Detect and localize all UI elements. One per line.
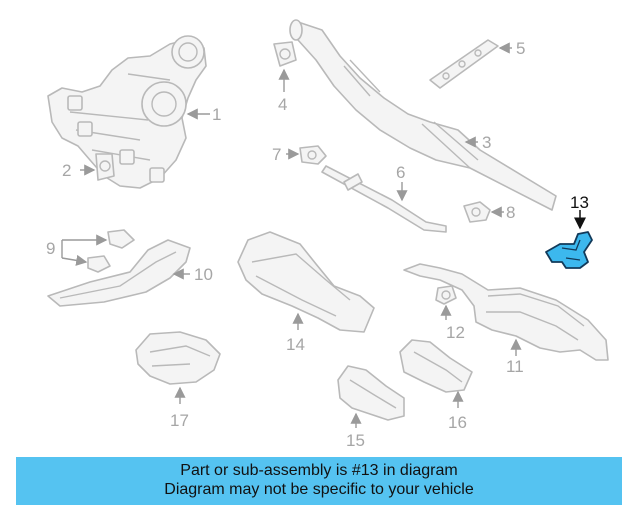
- part-15-heat-shield: [337, 365, 405, 421]
- part-1-turbo-manifold: [47, 35, 207, 189]
- banner-line-1: Part or sub-assembly is #13 in diagram: [180, 462, 458, 479]
- part-4-gasket: [273, 41, 297, 67]
- part-8-hanger: [463, 201, 491, 223]
- callout-3: 3: [482, 133, 491, 152]
- part-3-catalytic-converter: [289, 19, 557, 211]
- callout-2: 2: [62, 161, 71, 180]
- part-9-brackets: [87, 229, 135, 273]
- part-16-heat-shield: [399, 339, 473, 393]
- callout-6: 6: [396, 163, 405, 182]
- callout-10: 10: [194, 265, 213, 284]
- callout-9: 9: [46, 239, 55, 258]
- callout-7: 7: [272, 145, 281, 164]
- part-5-manifold-gasket: [429, 39, 499, 89]
- part-10-heat-shield: [47, 239, 191, 307]
- callout-4: 4: [278, 95, 287, 114]
- callout-17: 17: [170, 411, 189, 430]
- banner-line-2: Diagram may not be specific to your vehi…: [164, 481, 474, 498]
- callout-5: 5: [516, 39, 525, 58]
- callout-12: 12: [446, 323, 465, 342]
- part-7-clamp: [299, 145, 327, 165]
- callout-14: 14: [286, 335, 305, 354]
- part-6-pipe: [321, 165, 447, 233]
- part-17-heat-shield: [135, 331, 221, 385]
- callout-8: 8: [506, 203, 515, 222]
- part-11-muffler: [403, 263, 609, 361]
- callout-15: 15: [346, 431, 365, 450]
- part-12-hanger: [435, 285, 457, 305]
- info-banner: Part or sub-assembly is #13 in diagram D…: [16, 457, 622, 505]
- callout-1: 1: [212, 105, 221, 124]
- parts-diagram: 1 2 4 5 3 7 6: [46, 19, 609, 450]
- callout-11: 11: [506, 357, 524, 376]
- part-2-gasket: [95, 153, 115, 181]
- part-14-heat-shield: [237, 231, 375, 333]
- callout-16: 16: [448, 413, 467, 432]
- callout-13: 13: [570, 193, 589, 212]
- part-13-bracket-highlighted: [545, 231, 593, 269]
